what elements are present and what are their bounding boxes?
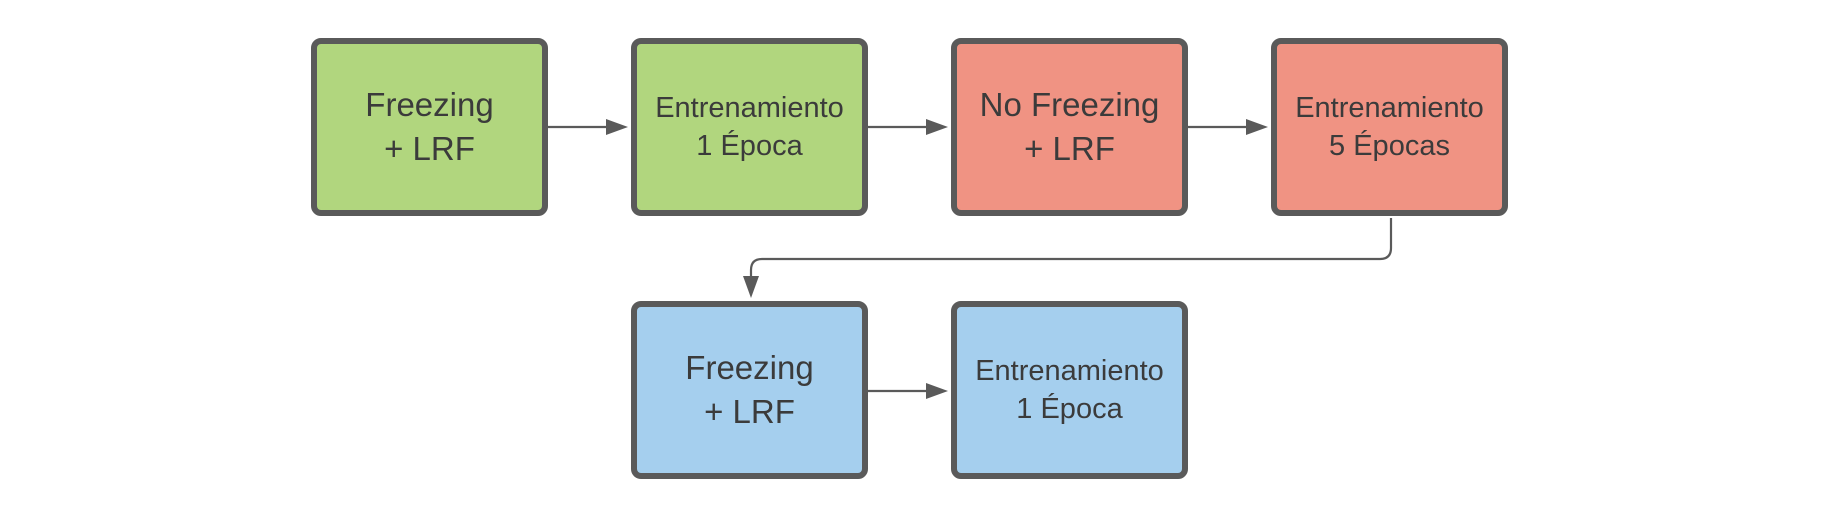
- node-training-1-epoch: Entrenamiento 1 Época: [631, 38, 868, 216]
- node-label-line1: Entrenamiento: [1295, 91, 1484, 124]
- node-training-5-epochs: Entrenamiento 5 Épocas: [1271, 38, 1508, 216]
- arrow-training-5-to-freezing-2: [749, 218, 1393, 282]
- node-label-line2: + LRF: [704, 393, 795, 430]
- node-freezing-lrf-2: Freezing + LRF: [631, 301, 868, 479]
- node-training-1-epoch-final: Entrenamiento 1 Época: [951, 301, 1188, 479]
- arrowhead-2: [926, 119, 948, 135]
- node-label-line1: No Freezing: [979, 86, 1160, 124]
- node-label-line1: Entrenamiento: [975, 354, 1164, 387]
- node-label-line1: Freezing: [365, 86, 494, 124]
- arrowhead-4: [743, 276, 759, 298]
- node-freezing-lrf-1: Freezing + LRF: [311, 38, 548, 216]
- arrowhead-1: [606, 119, 628, 135]
- node-label-line2: 1 Época: [1016, 393, 1123, 425]
- node-label-line2: 1 Época: [696, 130, 803, 162]
- node-label-line2: + LRF: [1024, 130, 1115, 167]
- node-label-line1: Freezing: [685, 349, 814, 387]
- arrowhead-3: [1246, 119, 1268, 135]
- node-no-freezing-lrf: No Freezing + LRF: [951, 38, 1188, 216]
- node-label-line2: + LRF: [384, 130, 475, 167]
- node-label-line1: Entrenamiento: [655, 91, 844, 124]
- arrowhead-5: [926, 383, 948, 399]
- node-label-line2: 5 Épocas: [1329, 130, 1450, 162]
